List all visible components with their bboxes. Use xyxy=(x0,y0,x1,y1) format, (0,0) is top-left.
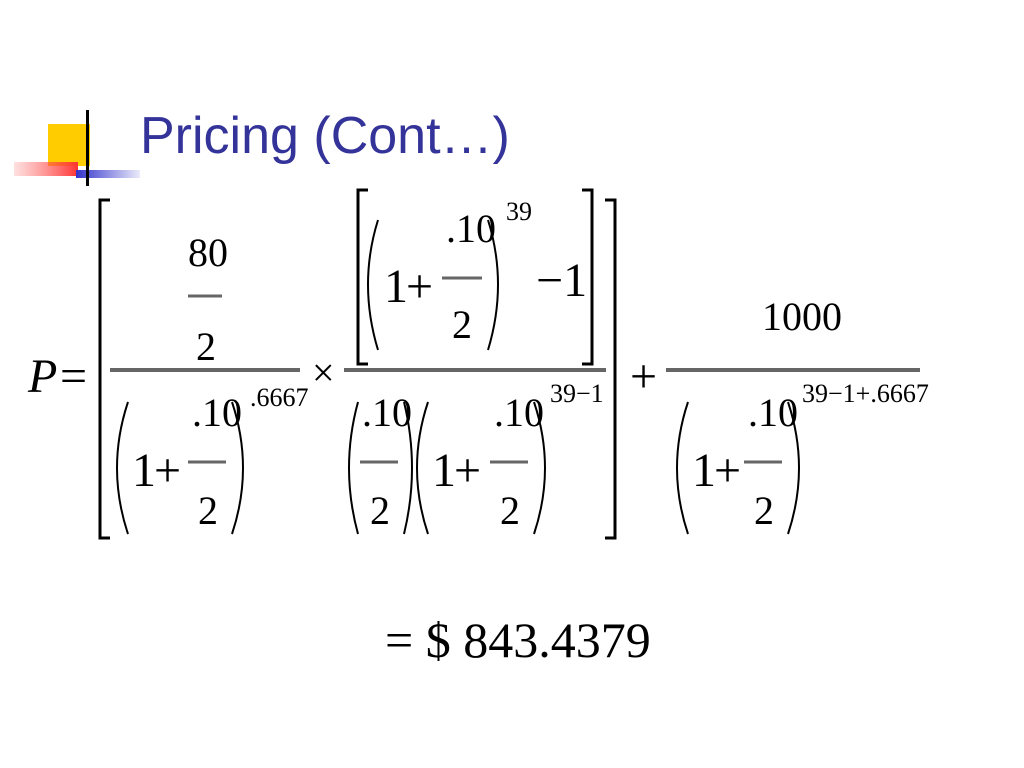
term1-rate-bottom: 2 xyxy=(198,488,218,533)
term2-den-rate2-top: .10 xyxy=(494,390,544,435)
term2-denominator-exponent: 39−1 xyxy=(550,379,604,408)
term3-denominator-exponent: 39−1+.6667 xyxy=(802,379,929,408)
term1-denominator-plus: + xyxy=(154,444,181,497)
plus-sign: + xyxy=(630,350,657,403)
term2-bracket-left xyxy=(356,188,368,366)
term2-den-rate-top: .10 xyxy=(362,390,412,435)
term2-numerator-one: 1 xyxy=(384,260,408,313)
term2-den-paren-left-b xyxy=(416,401,429,535)
term2-den-paren-right-a xyxy=(403,401,413,535)
term2-numerator-exponent: 39 xyxy=(506,197,532,226)
term2-den-rate2-bottom: 2 xyxy=(500,488,520,533)
term2-numerator-minus-one: −1 xyxy=(536,254,587,307)
term3-den-rate-bottom: 2 xyxy=(754,488,774,533)
outer-bracket-left xyxy=(98,198,110,540)
slide-title: Pricing (Cont…) xyxy=(140,107,510,165)
term2-den-rate-bottom: 2 xyxy=(370,488,390,533)
term3-paren-left xyxy=(676,401,689,535)
term2-den-paren-left-a xyxy=(348,401,359,535)
deco-vertical-line xyxy=(86,110,89,186)
term3-den-rate-top: .10 xyxy=(748,390,798,435)
term3-paren-right xyxy=(787,401,800,535)
term2-den-paren-right-b xyxy=(533,401,546,535)
term1-numerator-top: 80 xyxy=(188,230,228,275)
term2-num-paren-right xyxy=(487,219,499,351)
term1-denominator-one: 1 xyxy=(132,444,156,497)
term2-num-rate-bottom: 2 xyxy=(452,302,472,347)
term3-den-plus: + xyxy=(714,444,741,497)
term2-den-plus: + xyxy=(454,444,481,497)
times-sign: × xyxy=(312,350,335,395)
term1-exponent: .6667 xyxy=(250,383,309,412)
deco-yellow-square xyxy=(48,124,90,166)
title-decoration-icon xyxy=(14,110,140,186)
term2-num-paren-left xyxy=(367,219,379,351)
equals-sign: = xyxy=(60,350,87,403)
deco-blue-bar xyxy=(76,170,140,178)
term2-numerator-plus: + xyxy=(406,260,433,313)
term3-den-one: 1 xyxy=(692,444,716,497)
outer-bracket-right xyxy=(605,198,617,540)
term1-numerator-bottom: 2 xyxy=(196,324,216,369)
deco-red-bar xyxy=(14,162,78,176)
lhs-variable: P xyxy=(27,350,57,403)
term2-num-rate-top: .10 xyxy=(446,206,496,251)
pricing-formula: P = 80 2 1 + .10 2 .6667 × 1 + .10 2 39 … xyxy=(27,188,929,540)
term1-paren-right xyxy=(231,401,244,535)
term1-paren-left xyxy=(116,401,129,535)
pricing-result: = $ 843.4379 xyxy=(385,612,651,668)
term3-numerator: 1000 xyxy=(762,294,842,339)
term1-rate-top: .10 xyxy=(192,390,242,435)
term2-den-one: 1 xyxy=(432,444,456,497)
term2-bracket-right xyxy=(582,188,594,366)
